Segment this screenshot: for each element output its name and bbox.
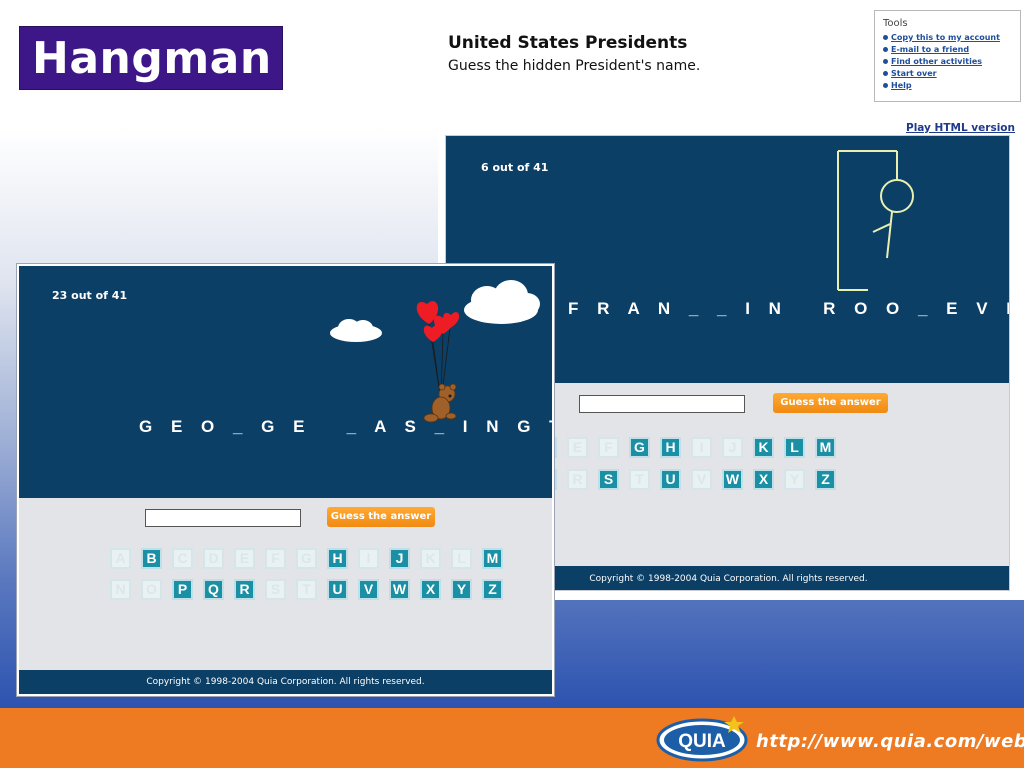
- letter-key-b[interactable]: B: [141, 548, 162, 569]
- quia-logo-text: QUIA: [678, 731, 726, 752]
- letter-key-f[interactable]: F: [598, 437, 619, 458]
- letter-key-n[interactable]: N: [110, 579, 131, 600]
- letter-key-m[interactable]: M: [482, 548, 503, 569]
- bullet-icon: [883, 70, 888, 76]
- letter-key-p[interactable]: P: [172, 579, 193, 600]
- letter-key-g[interactable]: G: [629, 437, 650, 458]
- bullet-icon: [883, 34, 888, 40]
- tools-item-label: Help: [891, 80, 912, 90]
- letter-key-e[interactable]: E: [234, 548, 255, 569]
- copyright-text: Copyright © 1998-2004 Quia Corporation. …: [146, 677, 425, 687]
- letter-key-f[interactable]: F: [265, 548, 286, 569]
- letter-key-c[interactable]: C: [172, 548, 193, 569]
- tools-item-label: Find other activities: [891, 56, 983, 66]
- puzzle-text: F R A N _ _ I N R O O _ E V E _ T: [568, 299, 1009, 318]
- letter-key-k[interactable]: K: [753, 437, 774, 458]
- letter-key-l[interactable]: L: [784, 437, 805, 458]
- letter-key-k[interactable]: K: [420, 548, 441, 569]
- letter-key-l[interactable]: L: [451, 548, 472, 569]
- slide-footer: [0, 708, 1024, 768]
- letter-key-z[interactable]: Z: [815, 469, 836, 490]
- question-counter: 23 out of 41: [52, 289, 128, 302]
- letter-key-d[interactable]: D: [203, 548, 224, 569]
- letter-key-v[interactable]: V: [358, 579, 379, 600]
- tools-start-over-link[interactable]: Start over: [883, 67, 1020, 79]
- tools-email-link[interactable]: E-mail to a friend: [883, 43, 1020, 55]
- letter-key-w[interactable]: W: [389, 579, 410, 600]
- letter-key-x[interactable]: X: [753, 469, 774, 490]
- gallows-icon: [837, 150, 914, 291]
- letter-key-h[interactable]: H: [327, 548, 348, 569]
- letter-key-m[interactable]: M: [815, 437, 836, 458]
- letter-key-t[interactable]: T: [296, 579, 317, 600]
- cloud-icon: [330, 319, 382, 342]
- letter-key-x[interactable]: X: [420, 579, 441, 600]
- quia-url: http://www.quia.com/web: [756, 731, 1024, 752]
- letter-key-q[interactable]: Q: [203, 579, 224, 600]
- letter-key-j[interactable]: J: [389, 548, 410, 569]
- letter-key-e[interactable]: E: [567, 437, 588, 458]
- activity-title: United States Presidents: [448, 33, 688, 53]
- question-counter: 6 out of 41: [481, 161, 549, 174]
- answer-input[interactable]: [579, 395, 745, 413]
- letter-key-j[interactable]: J: [722, 437, 743, 458]
- bullet-icon: [883, 58, 888, 64]
- slide-title: Hangman: [32, 33, 272, 84]
- letter-key-g[interactable]: G: [296, 548, 317, 569]
- game-panel-left: 23 out of 41: [17, 264, 554, 696]
- slide-title-box: Hangman: [19, 26, 283, 90]
- copyright-bar: Copyright © 1998-2004 Quia Corporation. …: [19, 670, 552, 694]
- guess-answer-button[interactable]: Guess the answer: [327, 507, 435, 527]
- letter-key-v[interactable]: V: [691, 469, 712, 490]
- letter-key-u[interactable]: U: [660, 469, 681, 490]
- tools-item-label: E-mail to a friend: [891, 44, 970, 54]
- letter-key-z[interactable]: Z: [482, 579, 503, 600]
- quia-logo[interactable]: QUIA: [656, 712, 752, 764]
- letter-key-a[interactable]: A: [110, 548, 131, 569]
- letter-key-s[interactable]: S: [265, 579, 286, 600]
- letter-key-w[interactable]: W: [722, 469, 743, 490]
- letter-key-i[interactable]: I: [358, 548, 379, 569]
- letter-key-h[interactable]: H: [660, 437, 681, 458]
- bullet-icon: [883, 82, 888, 88]
- letter-key-t[interactable]: T: [629, 469, 650, 490]
- guess-answer-button[interactable]: Guess the answer: [773, 393, 888, 413]
- activity-subtitle: Guess the hidden President's name.: [448, 58, 701, 74]
- tools-item-label: Copy this to my account: [891, 32, 1000, 42]
- answer-input[interactable]: [145, 509, 301, 527]
- cloud-icon: [464, 280, 540, 324]
- tools-copy-link[interactable]: Copy this to my account: [883, 31, 1020, 43]
- letter-key-r[interactable]: R: [234, 579, 255, 600]
- bullet-icon: [883, 46, 888, 52]
- play-html-version-link[interactable]: Play HTML version: [906, 122, 1015, 134]
- letter-key-s[interactable]: S: [598, 469, 619, 490]
- letter-key-u[interactable]: U: [327, 579, 348, 600]
- bear-with-balloons-icon: [416, 301, 460, 423]
- tools-item-label: Start over: [891, 68, 937, 78]
- puzzle-text: G E O _ G E _ A S _ I N G T O N: [139, 417, 552, 436]
- letter-key-i[interactable]: I: [691, 437, 712, 458]
- game-stage: 23 out of 41: [19, 266, 552, 498]
- letter-key-r[interactable]: R: [567, 469, 588, 490]
- letter-key-o[interactable]: O: [141, 579, 162, 600]
- tools-box: Tools Copy this to my account E-mail to …: [874, 10, 1021, 102]
- copyright-text: Copyright © 1998-2004 Quia Corporation. …: [589, 574, 868, 584]
- tools-find-link[interactable]: Find other activities: [883, 55, 1020, 67]
- letter-key-y[interactable]: Y: [784, 469, 805, 490]
- letter-key-y[interactable]: Y: [451, 579, 472, 600]
- tools-help-link[interactable]: Help: [883, 79, 1020, 91]
- tools-heading: Tools: [883, 18, 908, 29]
